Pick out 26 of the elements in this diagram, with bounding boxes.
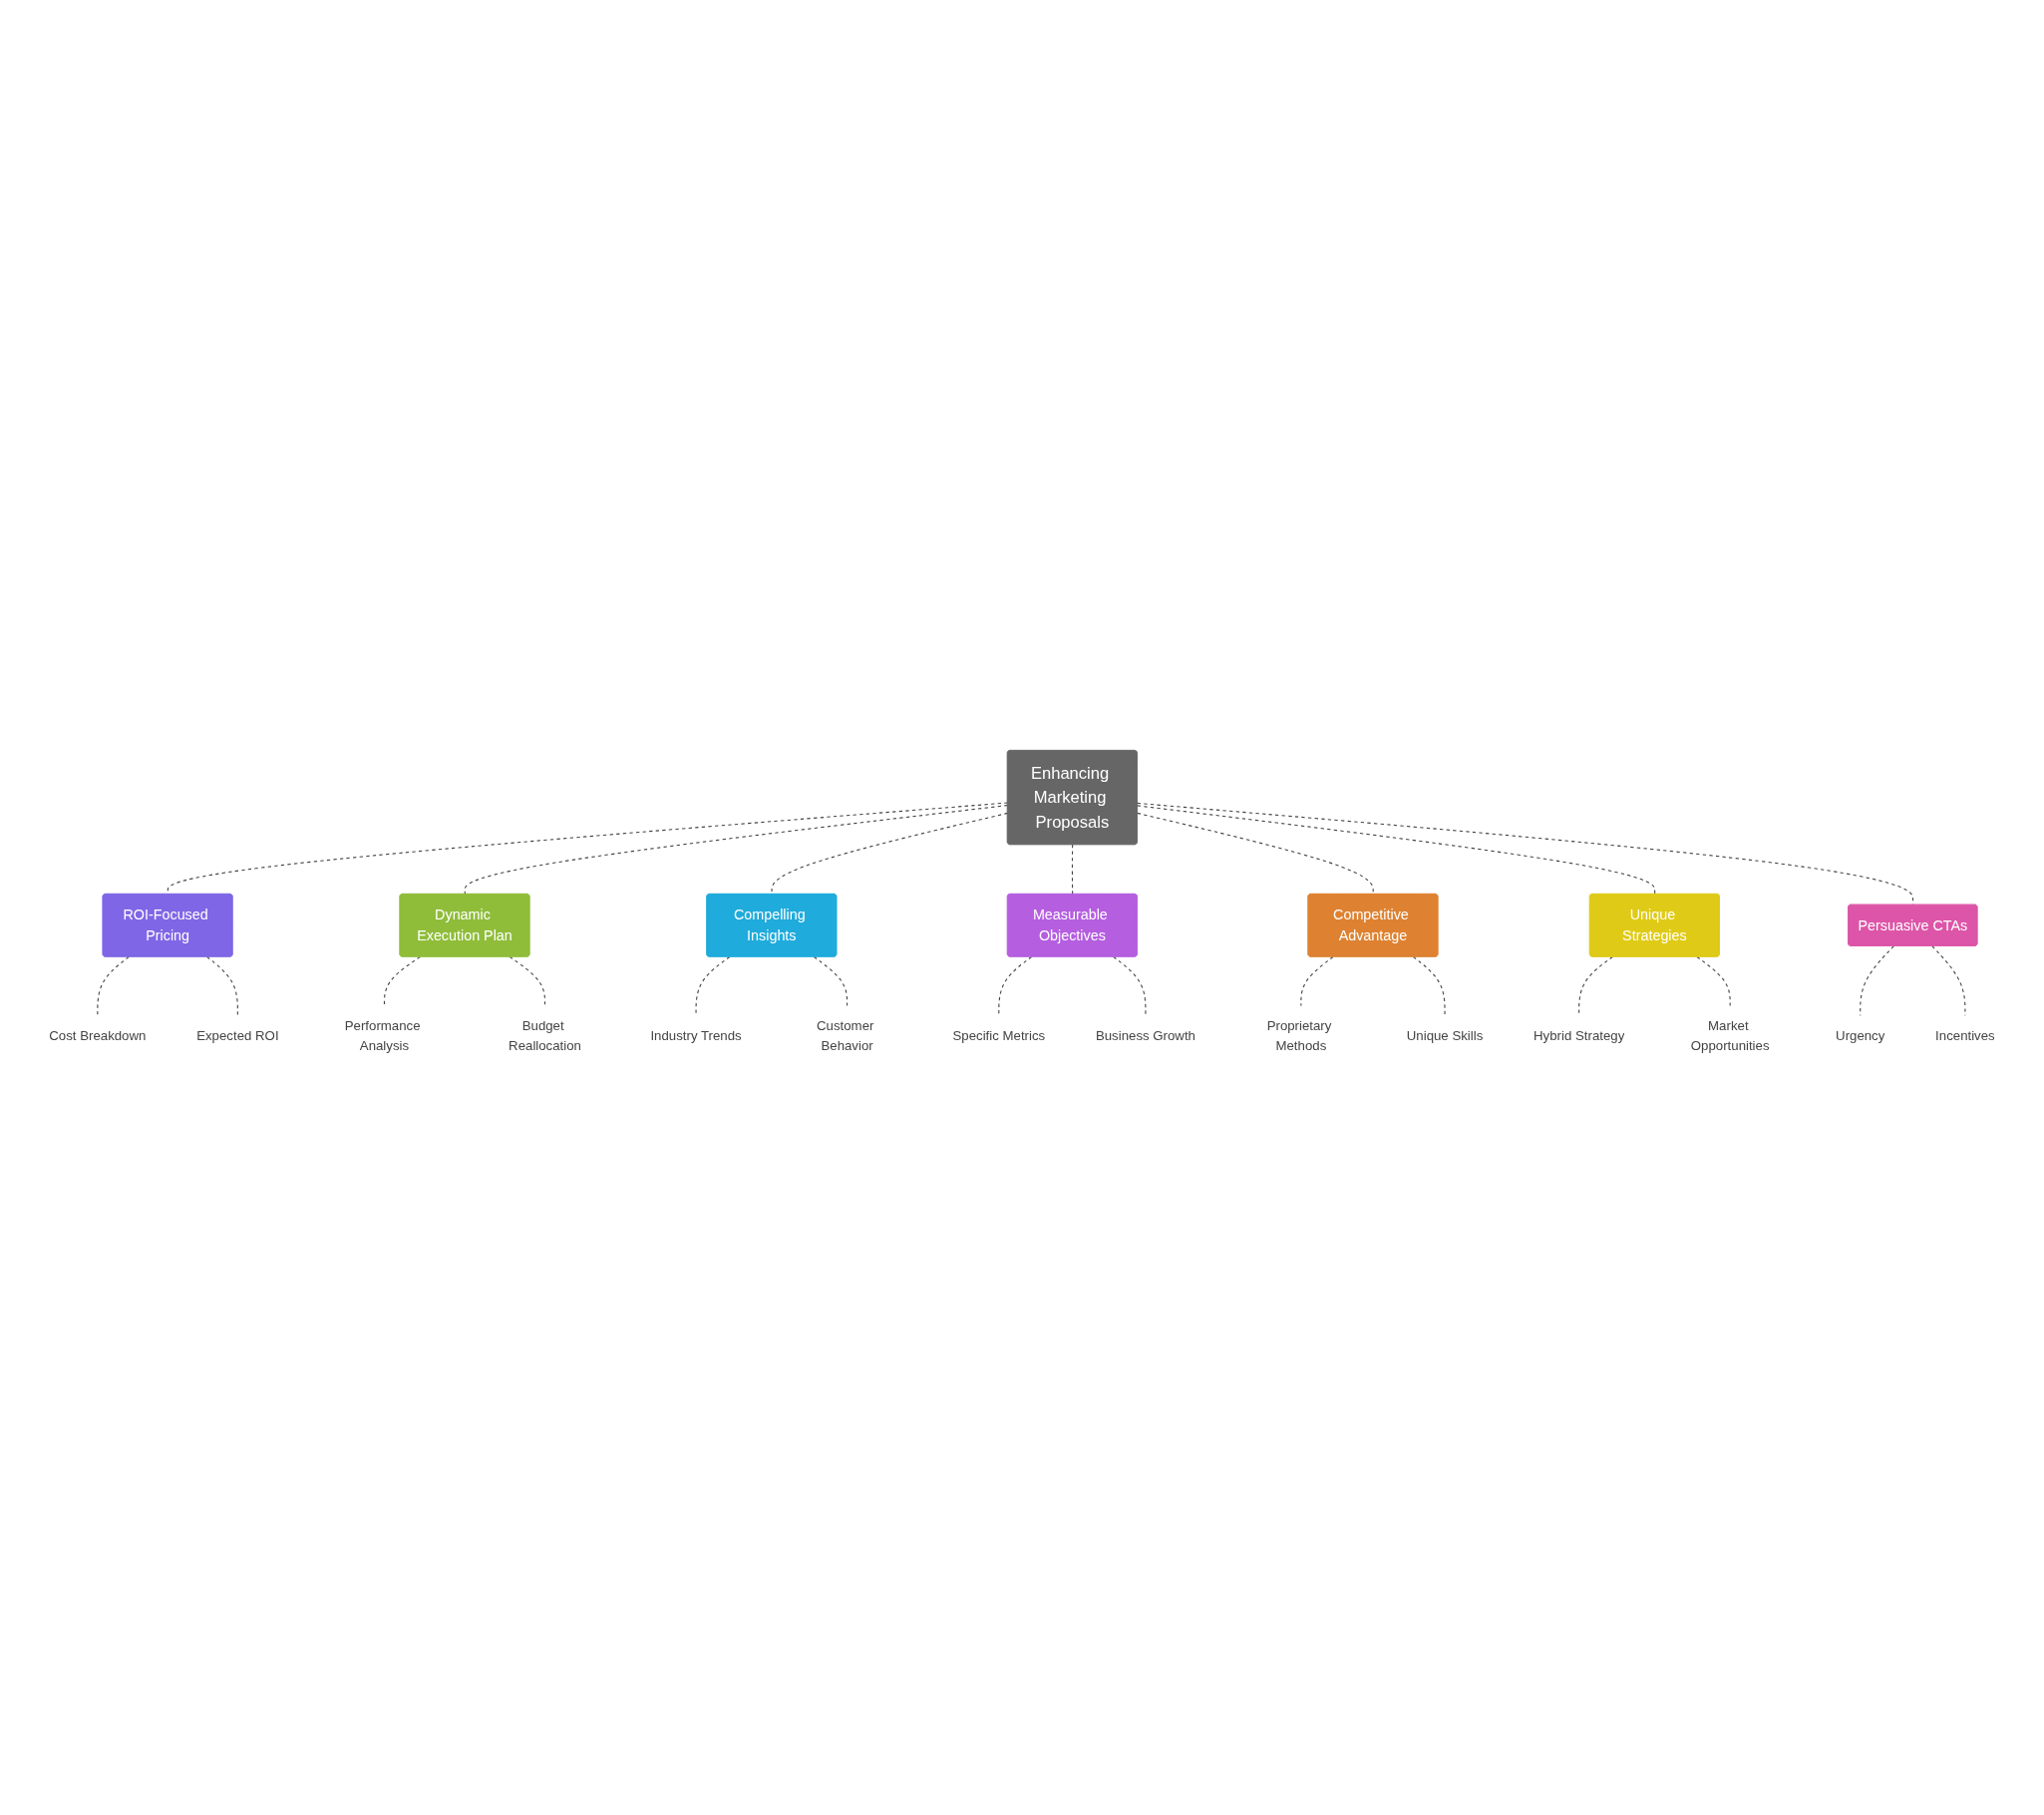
node-text: Specific Metrics [952, 1027, 1046, 1043]
connector [813, 955, 849, 1006]
connector [1137, 812, 1374, 895]
connector [1071, 844, 1074, 895]
connector [771, 812, 1009, 895]
node-text: Budget Reallocation [509, 1017, 581, 1053]
connector [1696, 955, 1731, 1006]
mind-map-diagram: Enhancing Marketing Proposals ROI-Focused Pricing Cost Breakdown Expected ROI Dynamic Execution Plan Performance Analysis Budget Reallocation Compelling Insights Industry Trends Customer Behavior Measurable Objectives Specific Metrics Business Growth Competitive Advantage Proprietary Methods Unique Skills Unique Strategies Hybrid Strategy Market Opportunities Persuasive CTAs Urgency Incentives [25, 745, 2019, 1070]
node-text: Performance Analysis [344, 1017, 421, 1053]
node-text: Industry Trends [650, 1027, 742, 1043]
node-text: Expected ROI [196, 1027, 279, 1043]
connector [167, 802, 1009, 895]
node-text: Unique Skills [1406, 1027, 1484, 1043]
connector [1300, 955, 1334, 1006]
node-text: Incentives [1935, 1027, 1995, 1043]
node-text: Customer Behavior [817, 1017, 874, 1053]
node-text: Market Opportunities [1690, 1017, 1770, 1053]
node-text: Business Growth [1095, 1027, 1195, 1043]
node-text: Cost Breakdown [49, 1027, 147, 1043]
node-text: Urgency [1836, 1027, 1885, 1043]
connector [509, 955, 546, 1006]
connector [1137, 804, 1656, 895]
node-text: Hybrid Strategy [1533, 1027, 1625, 1043]
connector [383, 955, 421, 1006]
connector [464, 804, 1009, 895]
node-text: Proprietary Methods [1266, 1017, 1332, 1053]
